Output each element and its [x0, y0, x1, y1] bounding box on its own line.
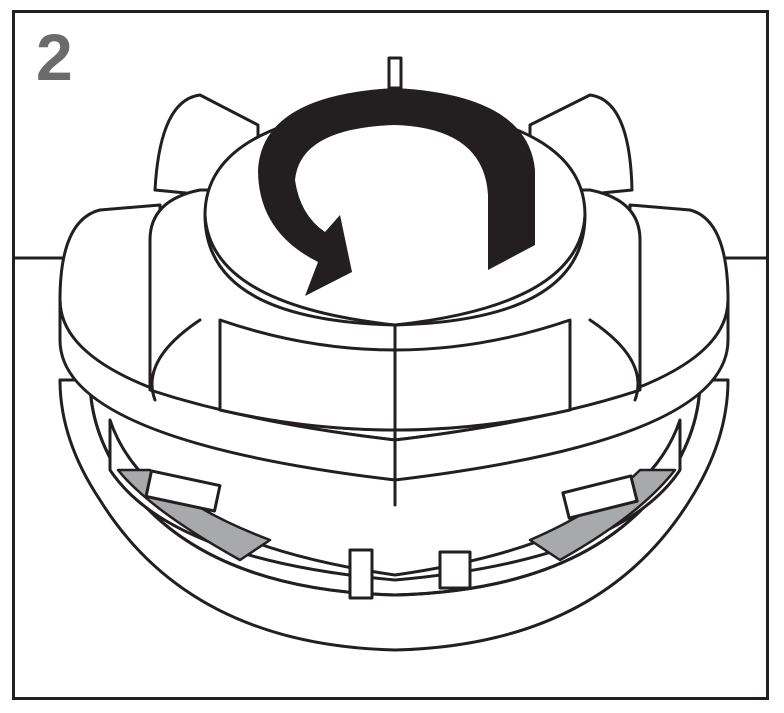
clip-right [561, 474, 639, 520]
body-rib-right [588, 318, 640, 402]
thermocouple [438, 550, 472, 590]
clockwise-rotation-arrow-icon [258, 88, 535, 296]
spark-electrode [348, 548, 374, 600]
crown-outline-lower [203, 213, 587, 327]
orientation-marker [387, 56, 403, 90]
step-number: 2 [36, 20, 73, 94]
body-rib-left [150, 318, 202, 402]
clip-left [144, 469, 222, 513]
burner-inner-cavity [108, 418, 682, 582]
